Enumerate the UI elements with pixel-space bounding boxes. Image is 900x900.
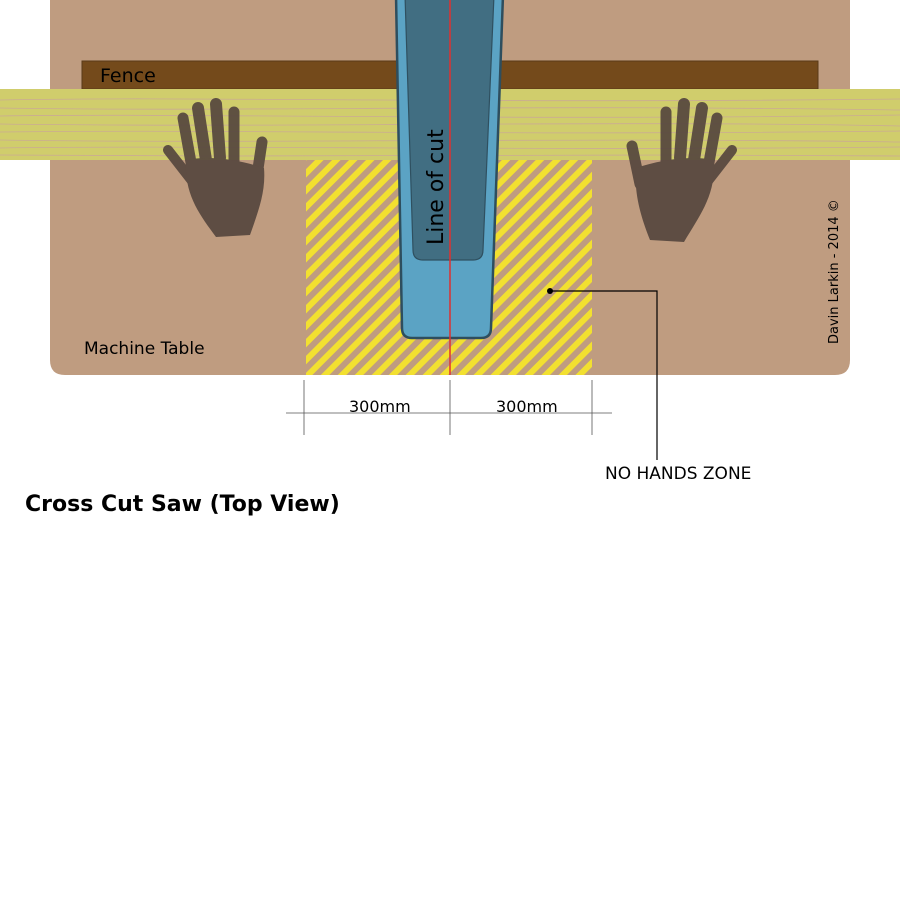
no-hands-zone-label: NO HANDS ZONE xyxy=(605,464,751,484)
left-hand-icon xyxy=(163,98,268,237)
dimension-lines xyxy=(286,380,612,435)
diagram-title: Cross Cut Saw (Top View) xyxy=(25,492,340,517)
dimension-left-label: 300mm xyxy=(349,397,411,416)
dimension-right-label: 300mm xyxy=(496,397,558,416)
line-of-cut-label: Line of cut xyxy=(424,129,449,245)
right-hand-icon xyxy=(626,98,737,242)
machine-table-label: Machine Table xyxy=(84,339,205,359)
fence-label: Fence xyxy=(100,65,156,87)
no-hands-zone-leader xyxy=(550,290,658,460)
copyright-text: Davin Larkin - 2014 © xyxy=(827,199,842,344)
